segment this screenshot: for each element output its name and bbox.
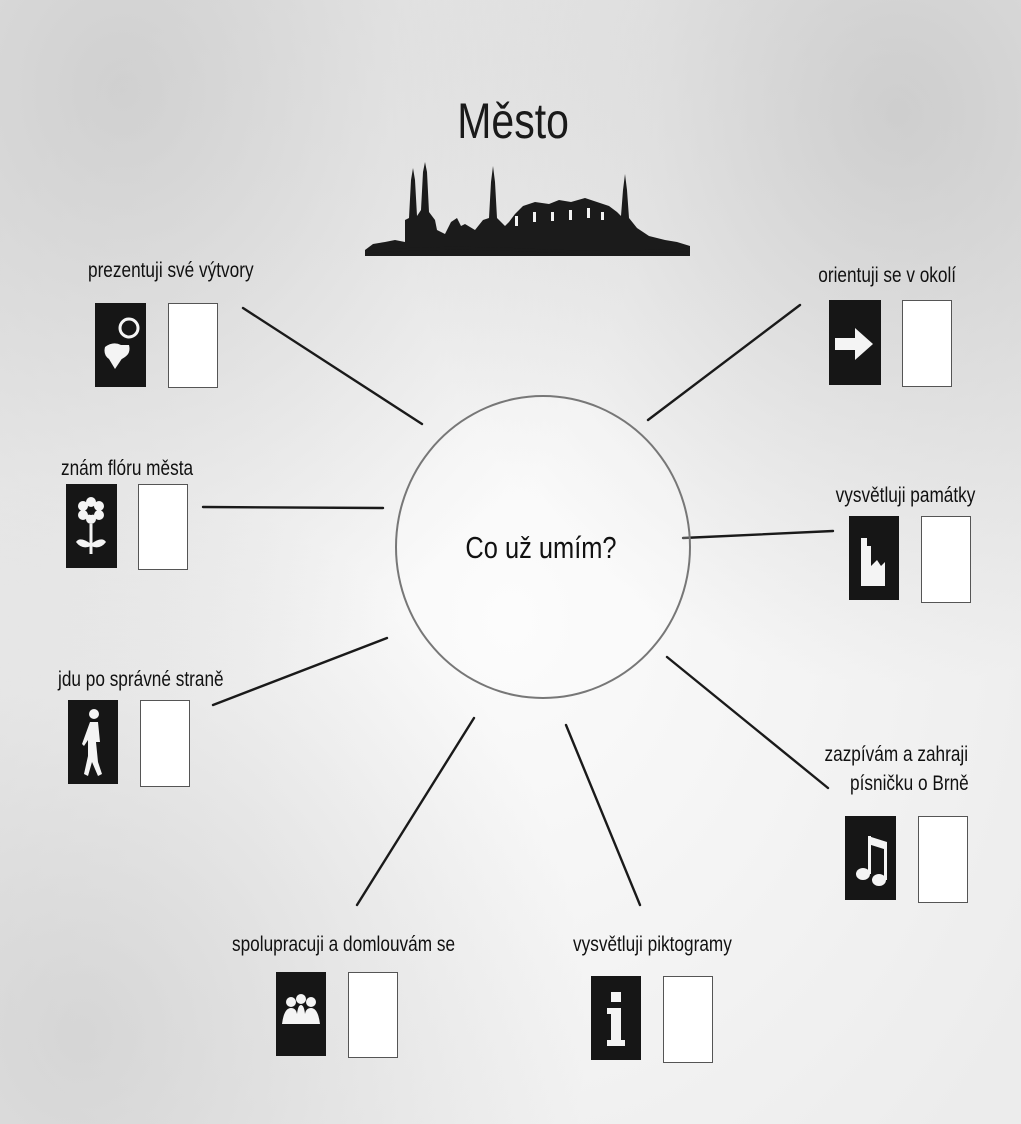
castle-tower-icon — [849, 516, 899, 600]
info-icon — [591, 976, 641, 1060]
skill-label-pamatky: vysvětluji památky — [835, 484, 975, 507]
connector-line — [665, 655, 830, 790]
presentation-icon — [95, 303, 146, 387]
checkbox-floru[interactable] — [138, 484, 188, 570]
center-circle — [395, 395, 691, 699]
checkbox-pamatky[interactable] — [921, 516, 971, 603]
center-question: Co už umím? — [465, 530, 617, 565]
connector-line — [211, 636, 389, 707]
checkbox-pisnicku[interactable] — [918, 816, 968, 903]
checkbox-prezentuji[interactable] — [168, 303, 218, 388]
skill-label-strane: jdu po správné straně — [58, 668, 224, 691]
checkbox-strane[interactable] — [140, 700, 190, 787]
connector-line — [564, 723, 642, 907]
connector-line — [681, 529, 835, 540]
connector-line — [355, 716, 476, 907]
page-title: Město — [457, 93, 569, 149]
checkbox-piktogramy[interactable] — [663, 976, 713, 1063]
checkbox-spolupracuji[interactable] — [348, 972, 398, 1058]
people-group-icon — [276, 972, 326, 1056]
city-skyline-illustration — [365, 162, 690, 256]
checkbox-orientuji[interactable] — [902, 300, 952, 387]
pedestrian-icon — [68, 700, 118, 784]
skill-label-floru: znám flóru města — [61, 457, 194, 480]
skill-label-pisnicku-line2: písničku o Brně — [850, 772, 969, 795]
skill-label-pisnicku-line1: zazpívám a zahraji — [824, 743, 968, 766]
skill-label-prezentuji: prezentuji své výtvory — [88, 259, 254, 282]
arrow-right-icon — [829, 300, 881, 385]
skill-label-spolupracuji: spolupracuji a domlouvám se — [232, 933, 456, 956]
connector-line — [201, 505, 385, 510]
connector-line — [241, 306, 424, 426]
music-note-icon — [845, 816, 896, 900]
flower-icon — [66, 484, 117, 568]
skill-label-orientuji: orientuji se v okolí — [818, 264, 956, 287]
connector-line — [646, 303, 802, 422]
skill-label-piktogramy: vysvětluji piktogramy — [573, 933, 732, 956]
